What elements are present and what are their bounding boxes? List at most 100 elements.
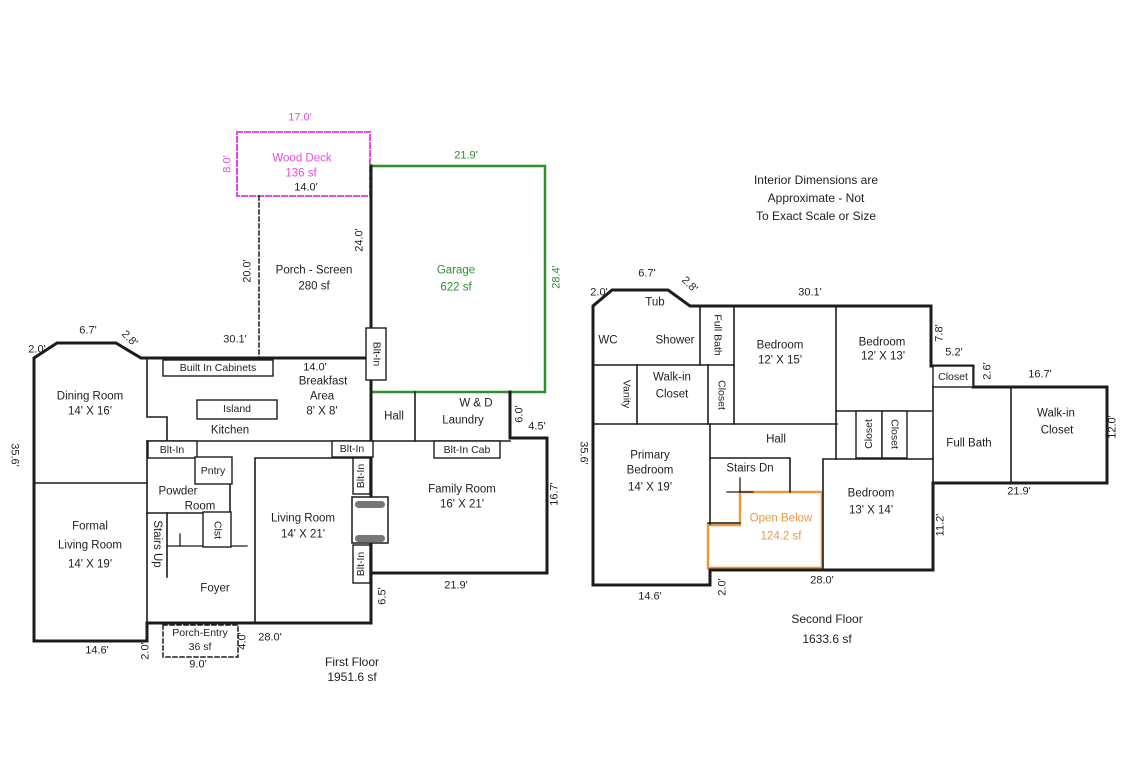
ff-wood-deck-area: 136 sf [285, 167, 317, 180]
ff-blt-in-kitchen-east: Blt-In [339, 442, 365, 455]
ff-garage-label: Garage [436, 264, 476, 277]
ff-closet-label: Clst [211, 520, 224, 540]
sf-primary-bedroom-label-1: Primary [630, 449, 670, 462]
ff-blt-in-cab-label: Blt-In Cab [443, 443, 491, 456]
ff-hall-label: Hall [384, 410, 404, 423]
sf-dim-west-side: 35.6' [577, 441, 590, 465]
garage-outline [369, 164, 547, 394]
sf-bedroom-12x15-size: 12' X 15' [757, 354, 803, 367]
first-floor-title: First Floor [325, 655, 379, 669]
wood-deck-outline [236, 131, 371, 197]
ff-dim-formal-width: 14.6' [85, 644, 109, 657]
ff-dim-kitchen-top: 30.1' [223, 333, 247, 346]
second-floor-interior-walls [592, 305, 1012, 571]
first-floor-interior-walls [33, 357, 511, 624]
sf-bedroom-12x13-label: Bedroom [858, 336, 906, 349]
sf-wc-label: WC [598, 334, 618, 347]
sf-closet-small-left-label: Closet [862, 419, 875, 449]
ff-formal-living-label-1: Formal [72, 520, 108, 533]
ff-formal-living-size: 14' X 19' [67, 558, 113, 571]
ff-garage-area: 622 sf [440, 281, 472, 294]
sf-dim-right-step1: 7.8' [933, 324, 946, 342]
ff-living-room-label: Living Room [271, 512, 335, 525]
first-floor-area: 1951.6 sf [327, 670, 377, 684]
ff-breakfast-label-2: Area [309, 390, 335, 403]
note-line-2: Approximate - Not [767, 191, 865, 205]
ff-dim-breakfast-width: 14.0' [303, 361, 327, 374]
ff-wood-deck-label: Wood Deck [272, 152, 332, 165]
sf-closet-vertical-label: Closet [715, 380, 728, 410]
sf-dim-bedroom-side: 11.2' [934, 513, 947, 537]
first-floor-fixture-boxes [147, 327, 501, 584]
ff-porch-screen-label: Porch - Screen [275, 264, 353, 277]
sf-primary-bedroom-size: 14' X 19' [627, 481, 673, 494]
fireplace-icon [351, 496, 389, 544]
sf-walk-in-right-label-1: Walk-in [1037, 407, 1075, 420]
ff-foyer-label: Foyer [200, 582, 230, 595]
ff-blt-in-living-south: Blt-In [354, 551, 367, 577]
ff-dim-laundry-step: 4.5' [528, 420, 546, 433]
ff-dim-porch-height: 20.0' [241, 259, 254, 283]
ff-powder-room-label-1: Powder [158, 485, 198, 498]
ff-dim-entry-width: 9.0' [189, 658, 207, 671]
sf-tub-label: Tub [645, 296, 665, 309]
sf-closet-small-right-label: Closet [888, 419, 901, 449]
ff-dim-family-width: 21.9' [444, 579, 468, 592]
ff-porch-entry-label: Porch-Entry [172, 626, 228, 639]
ff-dim-garage-right: 28.4' [550, 265, 563, 289]
ff-laundry-label-2: Laundry [442, 414, 484, 427]
sf-walk-in-left-label-1: Walk-in [653, 371, 691, 384]
sf-open-below-label: Open Below [749, 512, 813, 525]
ff-dim-deck-width: 17.0' [288, 111, 312, 124]
ff-dim-entry-step: 2.0' [139, 642, 152, 660]
sf-closet-top-label: Closet [938, 370, 968, 383]
note-line-3: To Exact Scale or Size [755, 209, 877, 223]
sf-bedroom-12x13-size: 12' X 13' [860, 350, 906, 363]
ff-formal-living-label-2: Living Room [58, 539, 122, 552]
ff-porch-screen-area: 280 sf [298, 280, 330, 293]
ff-family-room-size: 16' X 21' [439, 498, 485, 511]
porch-entry-outline [162, 624, 239, 658]
ff-blt-in-kitchen-west: Blt-In [159, 443, 185, 456]
stairs-dn-symbol [726, 477, 754, 493]
sf-dim-right-step3: 2.6' [981, 362, 994, 380]
sf-dim-corner-top: 6.7' [638, 267, 656, 280]
ff-kitchen-label: Kitchen [210, 424, 250, 437]
second-floor-title: Second Floor [791, 612, 863, 626]
ff-dim-garage-width: 21.9' [454, 149, 478, 162]
sf-walk-in-left-label-2: Closet [655, 388, 689, 401]
sf-walk-in-right-label-2: Closet [1040, 424, 1074, 437]
first-floor-outer-wall [32, 164, 373, 643]
sf-full-bath-label: Full Bath [946, 437, 992, 450]
sf-shower-label: Shower [655, 334, 695, 347]
ff-garage-blt-in-label: Blt-In [370, 341, 383, 367]
ff-dim-west-side: 35.6' [8, 443, 21, 467]
ff-dim-foyer-width: 28.0' [258, 631, 282, 644]
sf-primary-bedroom-label-2: Bedroom [626, 464, 674, 477]
ff-dim-entry-side: 4.0' [236, 632, 249, 650]
ff-family-room-label: Family Room [428, 483, 496, 496]
sf-hall-label: Hall [766, 433, 786, 446]
ff-dim-family-side: 16.7' [548, 482, 561, 506]
open-below-outline [706, 490, 824, 570]
ff-stairs-up-label: Stairs Up [150, 520, 163, 568]
ff-blt-in-living-north: Blt-In [354, 463, 367, 489]
sf-dim-right-step2: 5.2' [945, 346, 963, 359]
ff-island-label: Island [222, 402, 252, 415]
sf-dim-step: 2.0' [716, 578, 729, 596]
ff-laundry-label-1: W & D [459, 397, 493, 410]
ff-breakfast-size: 8' X 8' [306, 405, 338, 418]
sf-open-below-area: 124.2 sf [760, 530, 802, 543]
ff-dining-room-size: 14' X 16' [67, 405, 113, 418]
sf-dim-closet-right: 12.0' [1106, 415, 1119, 439]
sf-dim-corner-left: 2.0' [590, 286, 608, 299]
ff-dim-corner-left: 2.0' [28, 343, 46, 356]
ff-dim-garage-left: 24.0' [353, 228, 366, 252]
ff-dining-room-label: Dining Room [56, 390, 124, 403]
sf-dim-bottom: 28.0' [810, 574, 834, 587]
ff-porch-entry-area: 36 sf [188, 640, 212, 653]
second-floor-fixture-boxes [855, 365, 974, 459]
sf-dim-top: 30.1' [798, 286, 822, 299]
